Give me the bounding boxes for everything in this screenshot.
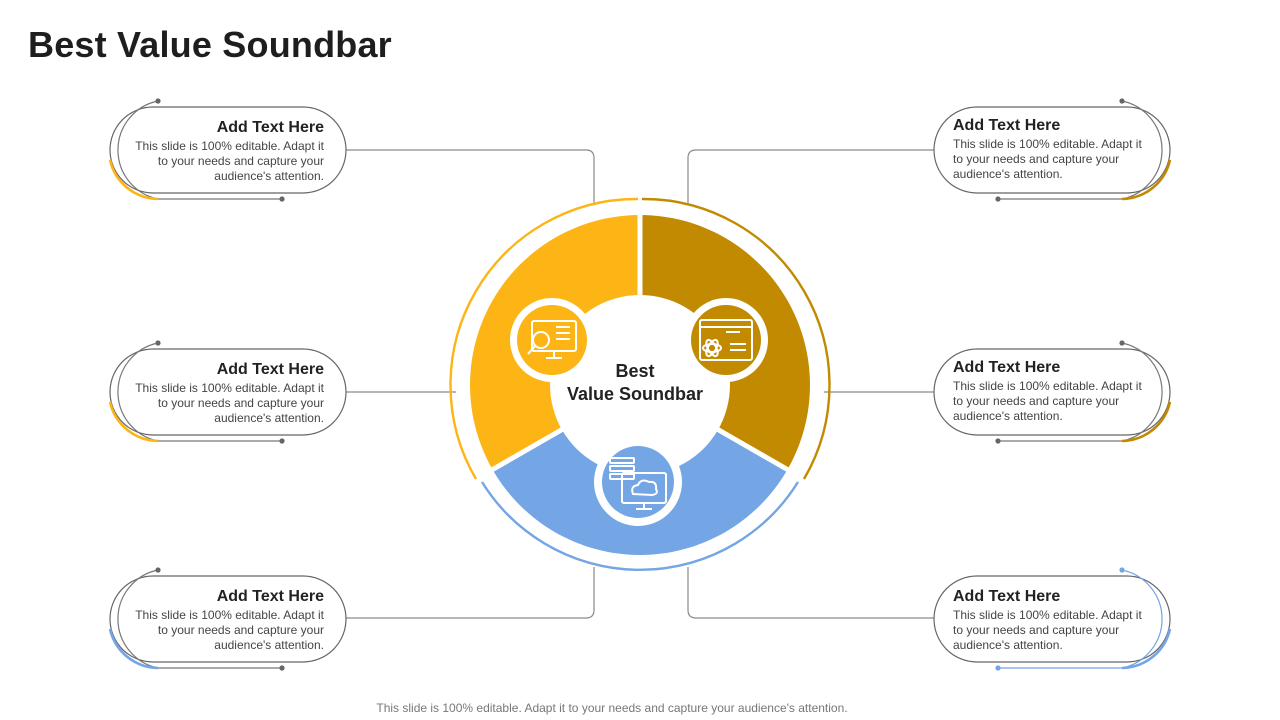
text-box-top-right: Add Text Here This slide is 100% editabl… xyxy=(934,105,1170,191)
box-title: Add Text Here xyxy=(216,588,324,605)
pill-bottom-right xyxy=(933,567,1172,671)
pill-bottom-left xyxy=(108,567,347,671)
monitor-search-icon xyxy=(510,298,594,382)
center-label-line2: Value Soundbar xyxy=(566,384,704,404)
segment-separators xyxy=(488,212,792,474)
box-body: This slide is 100% editable. Adapt it to… xyxy=(135,608,324,652)
box-body: This slide is 100% editable. Adapt it to… xyxy=(135,139,324,183)
connector-lines xyxy=(346,149,934,619)
connector-bottom-left xyxy=(346,567,595,619)
center-label: Best Value Soundbar xyxy=(540,360,730,406)
text-box-bottom-right: Add Text Here This slide is 100% editabl… xyxy=(934,576,1170,662)
connector-top-right xyxy=(687,149,934,204)
center-label-line1: Best xyxy=(615,361,655,381)
connector-top-left xyxy=(346,149,595,204)
browser-atom-icon xyxy=(684,298,768,382)
outer-arcs xyxy=(449,197,831,572)
box-body: This slide is 100% editable. Adapt it to… xyxy=(953,608,1142,652)
box-title: Add Text Here xyxy=(953,588,1061,605)
outer-arc-yellow xyxy=(449,197,639,480)
text-box-mid-left: Add Text Here This slide is 100% editabl… xyxy=(110,349,346,435)
box-title: Add Text Here xyxy=(216,361,324,378)
box-title: Add Text Here xyxy=(953,117,1061,134)
box-body: This slide is 100% editable. Adapt it to… xyxy=(953,379,1142,423)
outer-arc-gold xyxy=(641,197,831,480)
outer-arc-blue xyxy=(480,481,800,572)
text-box-top-left: Add Text Here This slide is 100% editabl… xyxy=(110,107,346,193)
box-body: This slide is 100% editable. Adapt it to… xyxy=(953,137,1142,181)
text-box-mid-right: Add Text Here This slide is 100% editabl… xyxy=(934,347,1170,433)
pill-top-right xyxy=(933,98,1172,202)
text-box-bottom-left: Add Text Here This slide is 100% editabl… xyxy=(110,576,346,662)
cloud-server-icon xyxy=(594,438,682,526)
pill-mid-right xyxy=(933,340,1172,444)
connector-bottom-right xyxy=(687,567,934,619)
pill-top-left xyxy=(108,98,347,202)
footer-note: This slide is 100% editable. Adapt it to… xyxy=(376,701,848,715)
box-title: Add Text Here xyxy=(216,119,324,136)
pill-mid-left xyxy=(108,340,347,444)
box-body: This slide is 100% editable. Adapt it to… xyxy=(135,381,324,425)
box-title: Add Text Here xyxy=(953,359,1061,376)
page-title: Best Value Soundbar xyxy=(28,24,392,65)
